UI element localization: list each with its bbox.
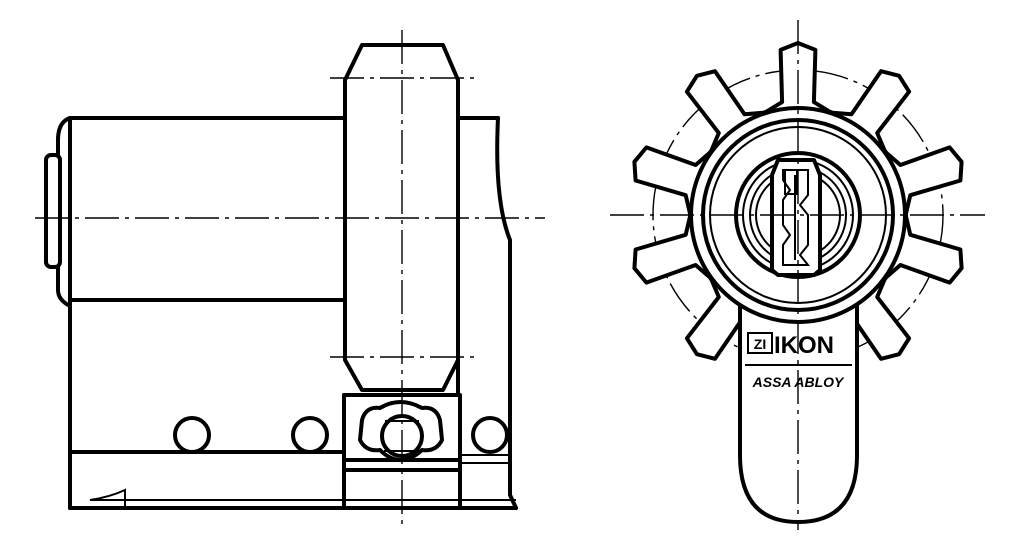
center-lines-front bbox=[610, 20, 985, 530]
logo-mark: ZI bbox=[754, 336, 766, 352]
retaining-screw bbox=[358, 400, 444, 462]
pin-holes bbox=[173, 416, 509, 454]
front-view: ZI IKON ASSA ABLOY bbox=[610, 20, 985, 530]
cylinder-body bbox=[44, 116, 518, 510]
center-lines-side bbox=[35, 30, 545, 525]
side-view bbox=[35, 30, 545, 525]
keyway bbox=[770, 158, 822, 277]
logo-text: IKON bbox=[774, 332, 834, 359]
ikon-logo-mark bbox=[747, 332, 773, 354]
